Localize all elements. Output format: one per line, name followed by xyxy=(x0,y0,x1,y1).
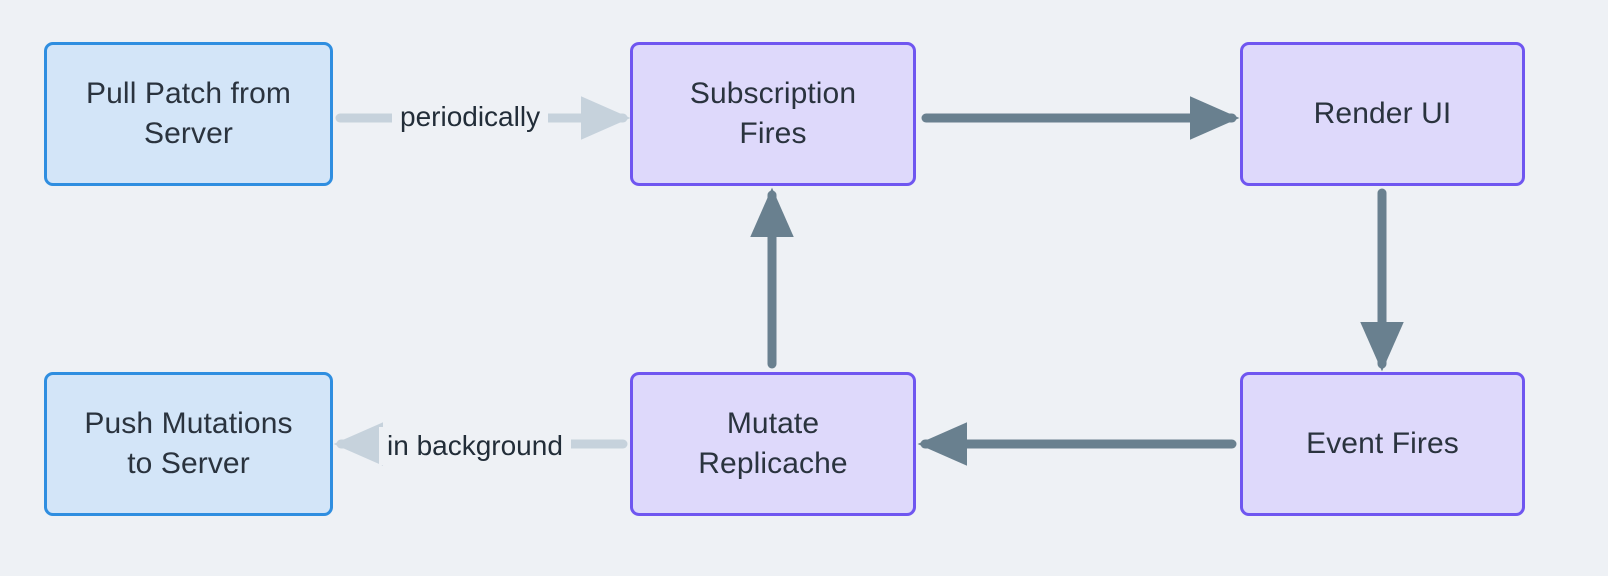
node-label: Render UI xyxy=(1313,97,1452,131)
node-mutate-replicache[interactable]: Mutate Replicache xyxy=(630,372,916,516)
node-label: Pull Patch from Server xyxy=(86,77,291,150)
node-label: Subscription Fires xyxy=(689,77,857,150)
node-subscription-fires[interactable]: Subscription Fires xyxy=(630,42,916,186)
node-pull-patch-from-server[interactable]: Pull Patch from Server xyxy=(44,42,333,186)
node-event-fires[interactable]: Event Fires xyxy=(1240,372,1525,516)
node-label: Mutate Replicache xyxy=(698,407,848,480)
node-render-ui[interactable]: Render UI xyxy=(1240,42,1525,186)
node-push-mutations-to-server[interactable]: Push Mutations to Server xyxy=(44,372,333,516)
node-label: Push Mutations to Server xyxy=(84,407,293,480)
edge-label-periodically: periodically xyxy=(392,98,549,136)
edge-label-in-background: in background xyxy=(379,427,571,465)
node-label: Event Fires xyxy=(1306,427,1459,461)
